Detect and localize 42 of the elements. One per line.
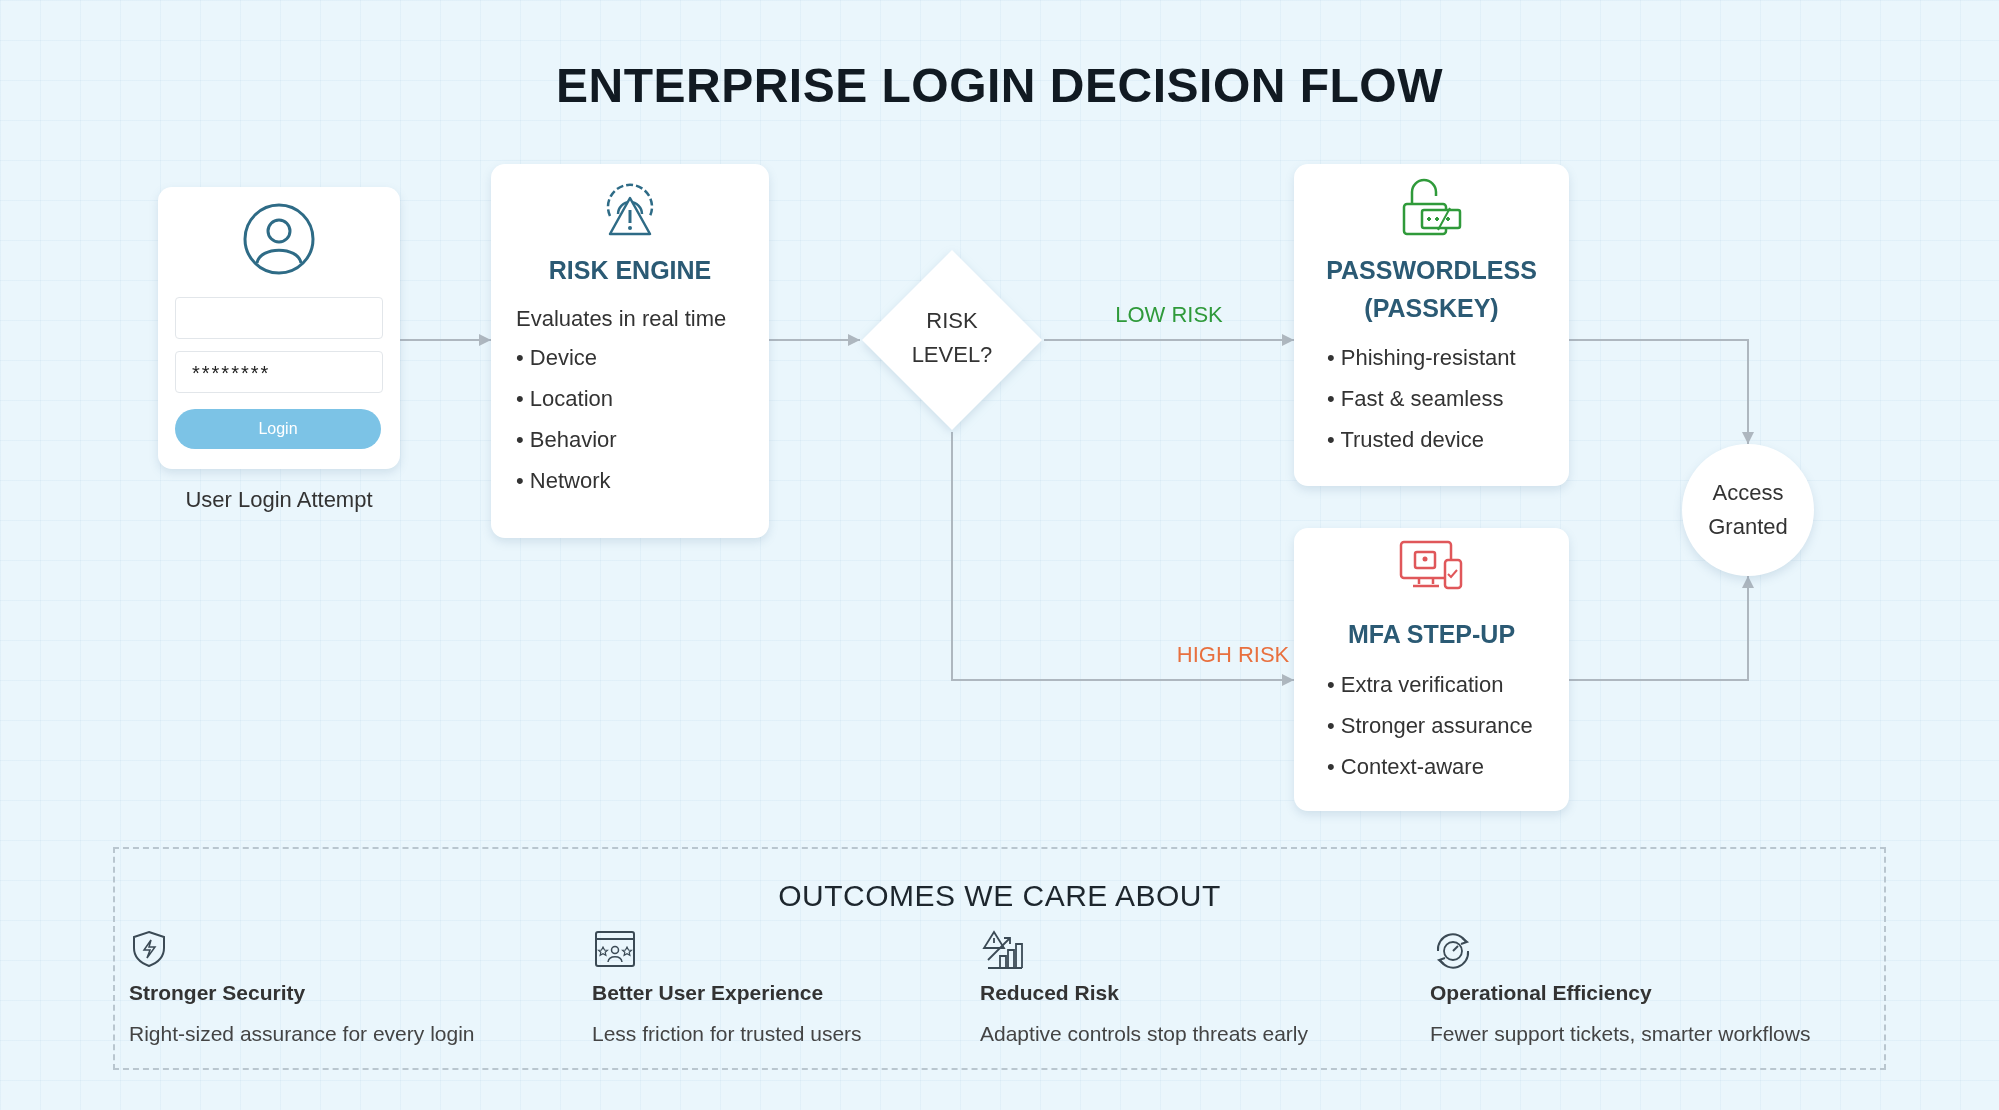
edge-label: LOW RISK <box>1115 302 1223 328</box>
outcome-description: Right-sized assurance for every login <box>129 1022 475 1046</box>
outcome-title: Stronger Security <box>129 981 306 1005</box>
card-heading: RISK ENGINE <box>547 255 713 286</box>
bullet-item: • Fast & seamless <box>1326 385 1504 413</box>
arrow <box>951 431 1295 686</box>
process-card <box>491 164 769 538</box>
node-caption: User Login Attempt <box>184 487 374 513</box>
bullet-item: • Extra verification <box>1326 670 1504 699</box>
bullet-item: • Phishing-resistant <box>1326 344 1516 372</box>
outcomes-panel <box>113 847 1886 1070</box>
outcome-title: Operational Efficiency <box>1430 981 1652 1005</box>
bullet-item: • Device <box>515 343 598 372</box>
card-subtitle: Evaluates in real time <box>515 304 728 333</box>
bullet-item: • Stronger assurance <box>1326 711 1533 740</box>
outcome-description: Fewer support tickets, smarter workflows <box>1430 1022 1811 1046</box>
panel-heading: OUTCOMES WE CARE ABOUT <box>777 879 1222 913</box>
arrow <box>1568 575 1754 681</box>
arrow <box>399 334 492 346</box>
bullet-item: • Network <box>515 466 611 495</box>
password-field: ******** <box>175 351 383 393</box>
edge-label: HIGH RISK <box>1176 642 1290 668</box>
card-heading: MFA STEP-UP <box>1346 619 1517 650</box>
process-card <box>1294 164 1569 486</box>
card-heading: PASSWORDLESS (PASSKEY) <box>1325 255 1538 324</box>
outcome-title: Better User Experience <box>592 981 824 1005</box>
arrow <box>1568 339 1754 445</box>
bullet-item: • Context-aware <box>1326 752 1484 781</box>
bullet-item: • Behavior <box>515 425 617 454</box>
diagram-title: ENTERPRISE LOGIN DECISION FLOW <box>554 58 1444 113</box>
login-button: Login <box>175 409 381 449</box>
login-card <box>158 187 400 469</box>
process-card <box>1294 528 1569 811</box>
end-circle: Access Granted <box>1682 444 1814 576</box>
bullet-item: • Location <box>515 384 613 413</box>
decision-text: RISK LEVEL? <box>910 307 994 369</box>
bullet-item: • Trusted device <box>1326 426 1484 454</box>
outcome-description: Less friction for trusted users <box>592 1022 862 1046</box>
arrow <box>1043 334 1295 346</box>
outcome-title: Reduced Risk <box>980 981 1119 1005</box>
outcome-description: Adaptive controls stop threats early <box>980 1022 1308 1046</box>
arrow <box>768 334 861 346</box>
